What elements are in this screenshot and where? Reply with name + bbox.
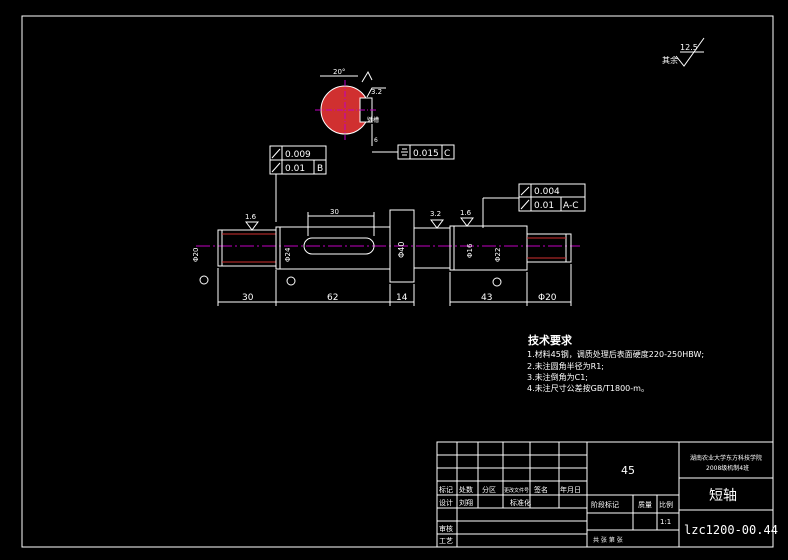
- roughness-value: 12.5: [680, 43, 698, 52]
- tb-hdr-qianming: 签名: [534, 485, 548, 494]
- tb-weight-label: 质量: [638, 500, 652, 509]
- len-d5: Φ20: [538, 293, 557, 303]
- tb-drawing-no: lzc1200-00.44: [684, 523, 778, 537]
- right-journal: [526, 233, 572, 263]
- len-d1: 30: [242, 293, 254, 303]
- keyway-slot: [303, 237, 375, 255]
- dia-bearing: Φ16: [466, 243, 474, 258]
- tb-hdr-nianyueri: 年月日: [560, 485, 581, 494]
- datum-b-symbol: [286, 276, 296, 286]
- tb-row-name: 刘翔: [459, 498, 473, 507]
- shaft-main-view: 1.6 3.2 1.6 30 Φ20 Φ24 Φ40 Φ16 Φ22: [192, 208, 580, 287]
- datum-a-symbol: [199, 275, 209, 285]
- tech-item-2: 2.未注圆角半径为R1;: [527, 361, 604, 371]
- tb-school: 湖南农业大学东方科技学院: [690, 454, 762, 462]
- tech-item-3: 3.未注倒角为C1;: [527, 372, 588, 382]
- tb-school-sub: 2008级机制4班: [706, 464, 749, 472]
- tb-row-biaozhunhua: 标准化: [510, 498, 531, 507]
- surface-mark-bearing: 1.6: [460, 209, 472, 217]
- dia-left-journal: Φ20: [192, 248, 200, 262]
- surface-mark-collar: 3.2: [430, 210, 441, 218]
- frame-border: [21, 15, 774, 548]
- roughness-rest-label: 其余: [662, 55, 678, 65]
- tb-material: 45: [621, 464, 635, 477]
- tb-hdr-fenqu: 分区: [482, 485, 496, 494]
- tb-hdr-biaoji: 标记: [439, 485, 453, 494]
- dia-bearing-tol: Φ22: [494, 248, 502, 262]
- keyway-length: 30: [330, 208, 339, 216]
- fcf-left: 0.009 0.01 B: [269, 145, 327, 222]
- tb-hdr-gengai: 更改文件号: [504, 487, 529, 494]
- datum-c-symbol: [492, 277, 502, 287]
- len-d3: 14: [396, 293, 408, 303]
- tb-scale-value: 1:1: [660, 518, 671, 526]
- section-depth-dim: 6: [374, 137, 378, 144]
- surface-mark-left: 1.6: [245, 213, 257, 221]
- roughness-rest-symbol: 12.5 其余: [662, 37, 705, 67]
- tb-sheet-info: 共 张 第 张: [593, 536, 623, 544]
- tb-stage-label: 阶段标记: [591, 500, 619, 509]
- tb-row-shenhe: 审核: [439, 524, 453, 533]
- tech-item-1: 1.材料45钢，调质处理后表面硬度220-250HBW;: [527, 349, 704, 359]
- tech-item-4: 4.未注尺寸公差按GB/T1800-m。: [527, 383, 649, 393]
- runout-icon: [271, 148, 281, 159]
- fcf-left-tol1: 0.009: [285, 150, 311, 160]
- symmetry-icon: [401, 148, 408, 156]
- section-angle-label: 20°: [333, 68, 345, 76]
- circular-runout-icon: [271, 162, 281, 173]
- tb-scale-label: 比例: [659, 500, 673, 509]
- fcf-right: 0.004 0.01 A-C: [482, 183, 586, 228]
- length-dimensions: 30 62 14 43 Φ20: [217, 264, 572, 306]
- tb-row-sheji: 设计: [439, 498, 453, 507]
- fcf-right-datum: A-C: [563, 201, 579, 211]
- dia-key-section: Φ24: [284, 247, 292, 262]
- tb-row-gongyi: 工艺: [439, 537, 453, 545]
- title-block-text: 45 湖南农业大学东方科技学院 2008级机制4班 短轴 lzc1200-00.…: [439, 454, 778, 545]
- fcf-left-datum: B: [317, 164, 323, 174]
- tech-title: 技术要求: [528, 333, 573, 347]
- len-d4: 43: [481, 293, 492, 303]
- symmetry-datum: C: [444, 149, 450, 159]
- len-d2: 62: [327, 293, 338, 303]
- title-block: [436, 441, 774, 548]
- keyway-section-view: 20° 3.2 键槽 6 0.015 C: [315, 68, 455, 160]
- keyway-label: 键槽: [367, 116, 379, 124]
- section-depth-label: 3.2: [371, 88, 382, 96]
- tech-requirements: 技术要求 1.材料45钢，调质处理后表面硬度220-250HBW; 2.未注圆角…: [527, 333, 704, 393]
- dia-collar: Φ40: [397, 242, 406, 258]
- fcf-right-tol2: 0.01: [534, 201, 554, 211]
- tb-part-name: 短轴: [709, 488, 737, 504]
- symmetry-tolerance-frame: [397, 144, 455, 160]
- symmetry-tolerance: 0.015: [413, 149, 439, 159]
- tb-hdr-chushu: 处数: [459, 485, 473, 494]
- fcf-right-tol1: 0.004: [534, 187, 560, 197]
- fcf-left-tol2: 0.01: [285, 164, 305, 174]
